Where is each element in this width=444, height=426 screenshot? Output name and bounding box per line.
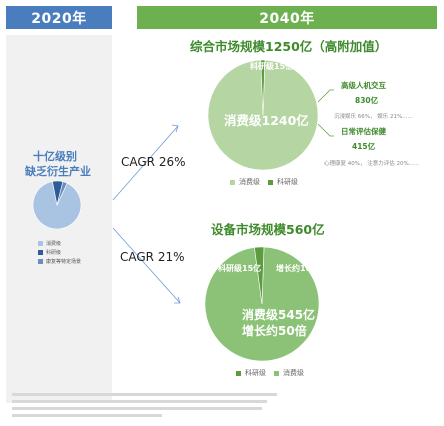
- arrows: [112, 124, 181, 304]
- top-slice-big-label: 消费级1240亿: [224, 113, 309, 128]
- left-title-line2: 缺乏衍生产业: [25, 165, 91, 178]
- bottom-legend: 科研级 消费级: [236, 368, 304, 378]
- callout1-title: 高级人机交互: [341, 81, 386, 90]
- bottom-slice-small-label2: 增长约10倍: [276, 264, 320, 273]
- top-legend: 消费级 科研级: [230, 177, 298, 187]
- callout2-value: 415亿: [352, 142, 376, 151]
- header-2040: 2040年: [137, 6, 437, 29]
- legend-swatch: [236, 370, 241, 376]
- callout2-title: 日常评估保健: [341, 127, 386, 136]
- arrow-up-head: [171, 124, 179, 133]
- bottom-chart-title: 设备市场规模560亿: [211, 222, 325, 237]
- legend-swatch: [230, 179, 235, 185]
- left-legend-3: 康复等特定场景: [38, 258, 81, 265]
- bottom-slice-big-label: 消费级545亿: [242, 308, 316, 322]
- header-2020: 2020年: [6, 6, 112, 29]
- footnote-line: [12, 407, 262, 410]
- left-legend-2: 科研级: [38, 249, 61, 256]
- arrow-down-line: [112, 227, 181, 304]
- pie-slice-消费级: [204, 246, 320, 362]
- legend-swatch: [268, 179, 273, 185]
- callout2-sub: 心理康复 40%， 注意力评估 20%......: [324, 161, 420, 167]
- pie-slice-消费级: [32, 181, 82, 230]
- cagr-top: CAGR 26%: [121, 155, 186, 169]
- legend-swatch: [38, 250, 43, 255]
- pie-slice-消费级: [207, 59, 319, 171]
- arrow-up-line: [112, 125, 179, 201]
- arrow-down-head: [174, 296, 181, 304]
- pie-bottom: [204, 246, 320, 362]
- callout1-value: 830亿: [355, 96, 379, 105]
- footnote-line: [12, 393, 277, 396]
- top-slice-small-label: 科研级15亿: [250, 62, 294, 71]
- bottom-slice-small-label: 科研级15亿: [218, 264, 262, 273]
- callout-lines: [317, 89, 334, 137]
- cagr-bottom: CAGR 21%: [120, 250, 185, 264]
- bottom-slice-big-label2: 增长约50倍: [242, 324, 307, 338]
- pie-slice-科研级: [260, 59, 266, 116]
- callout1-sub: 沉浸娱乐 66%， 娱乐 21%......: [334, 114, 413, 120]
- footnote-line: [12, 414, 162, 417]
- footnote-line: [12, 400, 267, 403]
- pie-2020: [32, 180, 82, 230]
- pie-top: [207, 59, 319, 171]
- top-chart-title: 综合市场规模1250亿（高附加值）: [190, 39, 388, 54]
- left-title-line1: 十亿级别: [33, 150, 77, 163]
- legend-swatch: [38, 241, 43, 246]
- left-legend-1: 消费级: [38, 240, 61, 247]
- pie-slice-康复等特定场景: [56, 181, 68, 206]
- pie-slice-科研级: [254, 246, 265, 305]
- footnotes: [6, 392, 326, 417]
- legend-swatch: [38, 259, 43, 264]
- legend-swatch: [274, 370, 279, 376]
